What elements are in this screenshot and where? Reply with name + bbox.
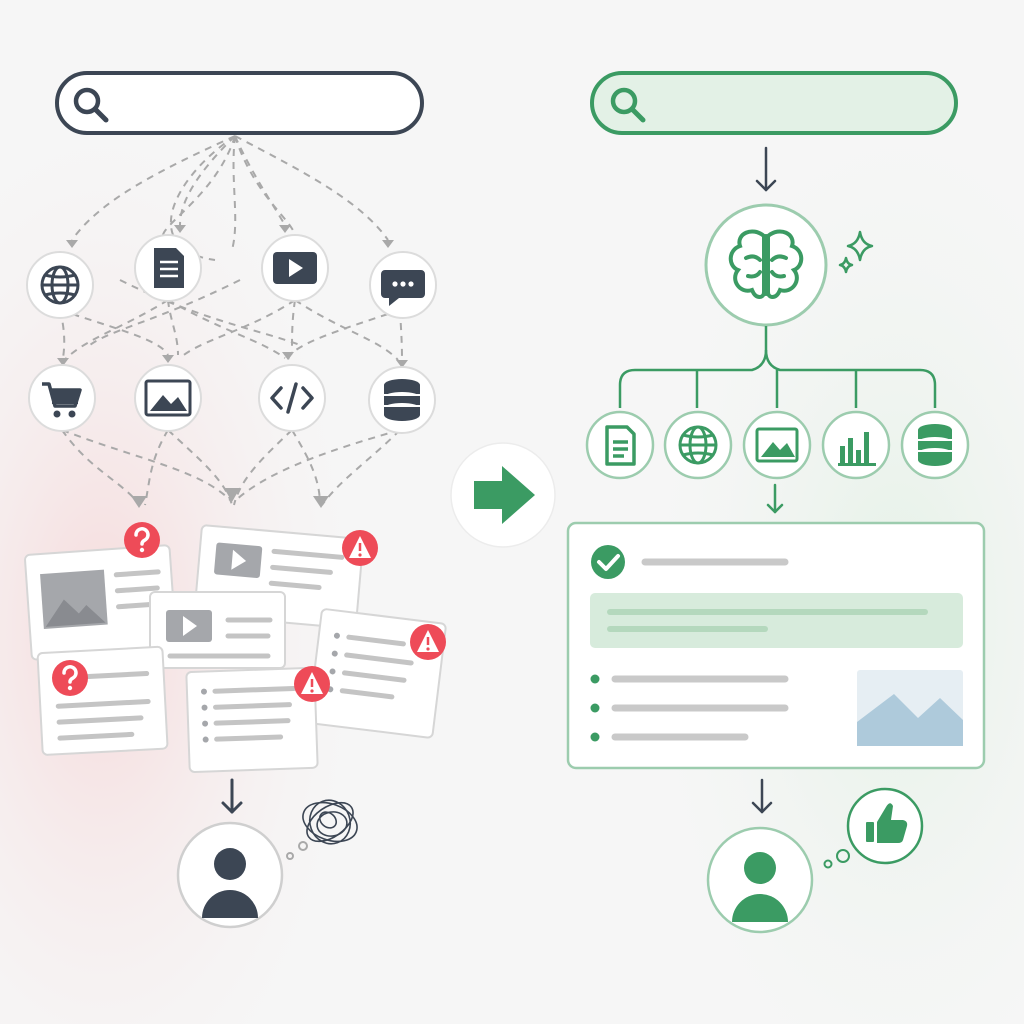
tree-connector — [618, 326, 937, 408]
answer-card — [566, 521, 986, 770]
globe-icon — [678, 425, 718, 465]
document-source-node — [134, 234, 202, 302]
thumbnail-image-icon — [857, 670, 963, 746]
scribble-icon — [302, 799, 358, 845]
document-icon — [605, 425, 636, 466]
tangled-arrowheads — [57, 225, 408, 508]
code-icon — [270, 382, 314, 414]
sparkle-icon — [838, 230, 874, 274]
globe-source-node — [663, 410, 733, 480]
down-arrow — [755, 146, 777, 192]
chat-source-node — [369, 251, 437, 319]
result-card — [36, 645, 169, 756]
down-arrow — [221, 778, 243, 814]
search-icon — [73, 87, 109, 123]
image-source-node — [742, 410, 812, 480]
warning-badge — [342, 530, 378, 566]
bullet-list — [590, 674, 789, 742]
result-card — [185, 666, 319, 773]
globe-icon — [40, 265, 80, 305]
image-icon — [144, 379, 192, 417]
result-card — [24, 544, 178, 661]
tangled-connections — [59, 135, 403, 506]
video-icon — [273, 252, 317, 284]
thumbs-up-icon — [866, 803, 908, 843]
warning-badge — [294, 666, 330, 702]
globe-source-node — [26, 251, 94, 319]
cart-icon — [42, 382, 82, 418]
left-search-bar[interactable] — [55, 71, 424, 135]
document-source-node — [585, 410, 655, 480]
right-arrow-icon — [474, 466, 535, 524]
chat-icon — [381, 270, 425, 306]
video-source-node — [261, 234, 329, 302]
database-source-node — [900, 410, 970, 480]
satisfied-user — [706, 787, 924, 934]
bar-chart-source-node — [821, 410, 891, 480]
down-arrow — [751, 778, 773, 814]
cart-source-node — [28, 364, 96, 432]
code-source-node — [258, 364, 326, 432]
ai-brain-node — [704, 203, 828, 327]
warning-badge — [410, 624, 446, 660]
document-icon — [154, 248, 184, 288]
confused-user — [176, 799, 358, 929]
messy-results-pile — [24, 522, 447, 773]
check-circle-icon — [591, 545, 625, 579]
question-badge — [52, 660, 88, 696]
question-badge — [124, 522, 160, 558]
bar-chart-icon — [838, 432, 876, 466]
database-icon — [384, 379, 420, 421]
brain-icon — [728, 229, 804, 299]
image-icon — [755, 427, 799, 463]
search-icon — [610, 87, 646, 123]
right-search-bar[interactable] — [590, 71, 958, 135]
database-icon — [918, 424, 952, 466]
user-icon — [732, 852, 788, 922]
result-card — [149, 591, 286, 669]
user-icon — [202, 848, 258, 918]
image-source-node — [134, 364, 202, 432]
database-source-node — [368, 366, 436, 434]
down-arrow — [766, 483, 784, 514]
highlighted-summary — [590, 593, 963, 648]
transition-arrow — [450, 442, 556, 548]
